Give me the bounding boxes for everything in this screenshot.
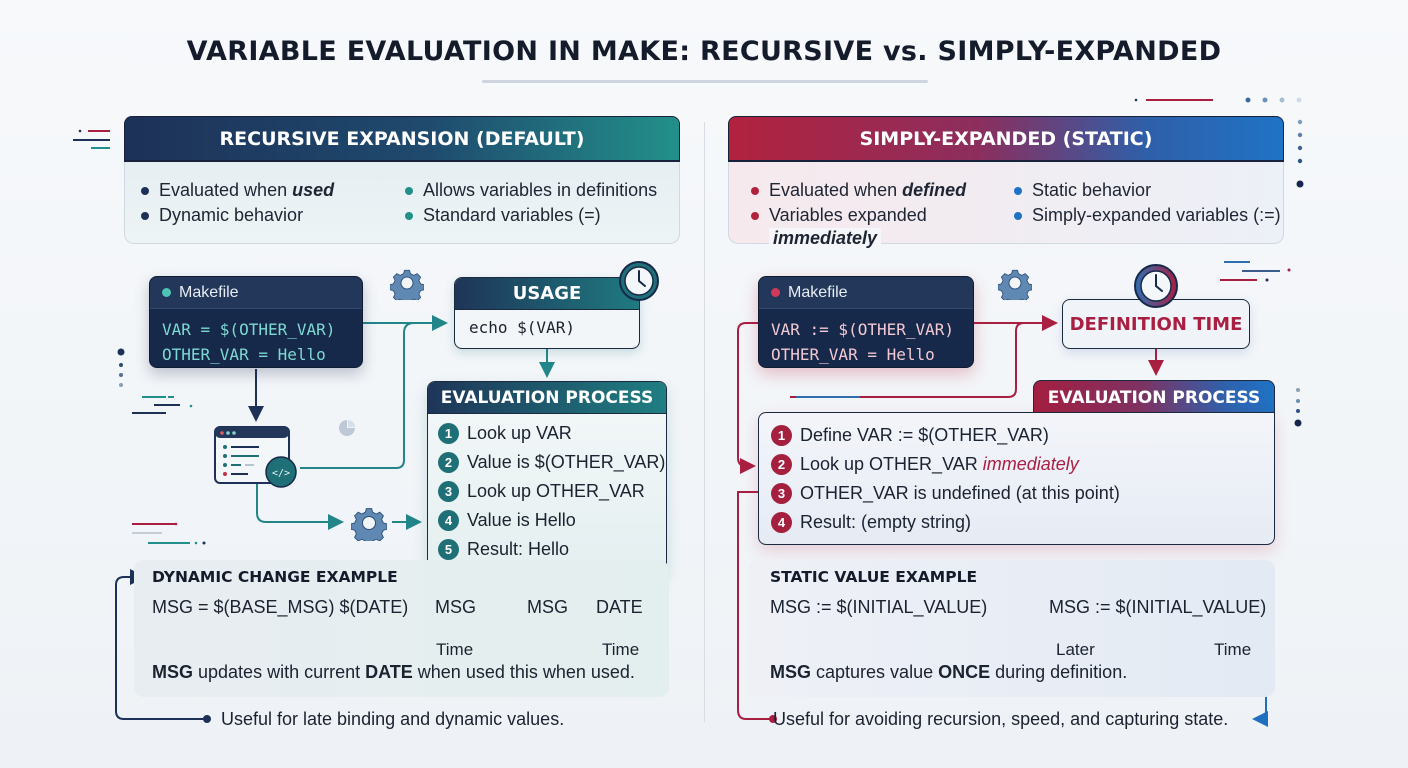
svg-text:</>: </> (272, 468, 290, 479)
recursive-header: RECURSIVE EXPANSION (DEFAULT) (124, 116, 680, 162)
clock-icon (1134, 264, 1178, 308)
bullet-icon (141, 186, 149, 195)
example-expression-later: MSG := $(INITIAL_VALUE) (1049, 597, 1267, 617)
makefile-code: VAR := $(OTHER_VAR)OTHER_VAR = Hello (771, 320, 955, 364)
simply-expanded-features: Evaluated when defined Variables expande… (728, 162, 1284, 249)
usage-title: USAGE (455, 278, 639, 310)
recursive-makefile-box: Makefile VAR = $(OTHER_VAR)OTHER_VAR = H… (149, 276, 363, 368)
feature-item: Allows variables in definitions (405, 180, 657, 201)
simply-expanded-makefile-box: Makefile VAR := $(OTHER_VAR)OTHER_VAR = … (758, 276, 974, 368)
bullet-icon (141, 211, 149, 220)
status-dot-icon (162, 288, 171, 297)
feature-item: Evaluated when defined (751, 180, 966, 201)
status-dot-icon (771, 288, 780, 297)
evaluation-title: EVALUATION PROCESS (428, 382, 666, 414)
simply-expanded-header: SIMPLY-EXPANDED (STATIC) (728, 116, 1284, 162)
feature-item: Evaluated when used (141, 180, 334, 201)
feature-item: Standard variables (=) (405, 205, 601, 226)
bullet-icon (751, 186, 759, 195)
timeline-label: Time (436, 640, 474, 659)
usage-box: USAGE echo $(VAR) (454, 277, 640, 349)
example-note: MSG updates with current DATE when used … (152, 662, 635, 682)
example-title: DYNAMIC CHANGE EXAMPLE (152, 568, 398, 586)
pie-chart-icon (339, 420, 355, 436)
title-underline (482, 80, 928, 83)
makefile-code: VAR = $(OTHER_VAR)OTHER_VAR = Hello (162, 320, 336, 364)
bullet-icon (405, 186, 413, 195)
timeline-label: Later (1056, 640, 1095, 659)
feature-item: Variables expanded (751, 205, 927, 226)
recursive-features: Evaluated when used Dynamic behavior All… (124, 162, 680, 244)
gear-icon (998, 269, 1032, 300)
example-expression: MSG = $(BASE_MSG) $(DATE) (152, 597, 409, 617)
clock-icon (619, 261, 659, 301)
usage-code: echo $(VAR) (469, 318, 575, 337)
gear-icon (390, 269, 424, 300)
recursive-use-case: Useful for late binding and dynamic valu… (221, 709, 565, 729)
center-divider (704, 122, 705, 722)
bullet-icon (1014, 211, 1022, 220)
evaluation-title: EVALUATION PROCESS (1033, 380, 1275, 414)
timeline-label: Time (1214, 640, 1252, 659)
feature-item: Simply-expanded variables (:=) (1014, 205, 1281, 226)
sequence-item: MSG (527, 597, 569, 617)
feature-item-continued: immediately (769, 228, 882, 249)
simply-expanded-use-case: Useful for avoiding recursion, speed, an… (773, 709, 1229, 729)
timeline-label: Time (602, 640, 640, 659)
example-expression: MSG := $(INITIAL_VALUE) (770, 597, 988, 617)
sequence-item: DATE (596, 597, 643, 617)
makefile-header: Makefile (150, 277, 362, 309)
example-title: STATIC VALUE EXAMPLE (770, 568, 978, 586)
gear-icon (351, 508, 387, 541)
code-file-icon: </> (214, 426, 297, 488)
bullet-icon (1014, 186, 1022, 195)
bullet-icon (405, 211, 413, 220)
makefile-header: Makefile (759, 277, 973, 309)
dynamic-change-example (134, 560, 669, 697)
feature-item: Static behavior (1014, 180, 1151, 201)
feature-item: Dynamic behavior (141, 205, 303, 226)
page-title: VARIABLE EVALUATION IN MAKE: RECURSIVE v… (186, 36, 1222, 67)
example-note: MSG captures value ONCE during definitio… (770, 662, 1128, 682)
sequence-item: MSG (435, 597, 477, 617)
bullet-icon (751, 211, 759, 220)
static-value-example (748, 560, 1275, 697)
